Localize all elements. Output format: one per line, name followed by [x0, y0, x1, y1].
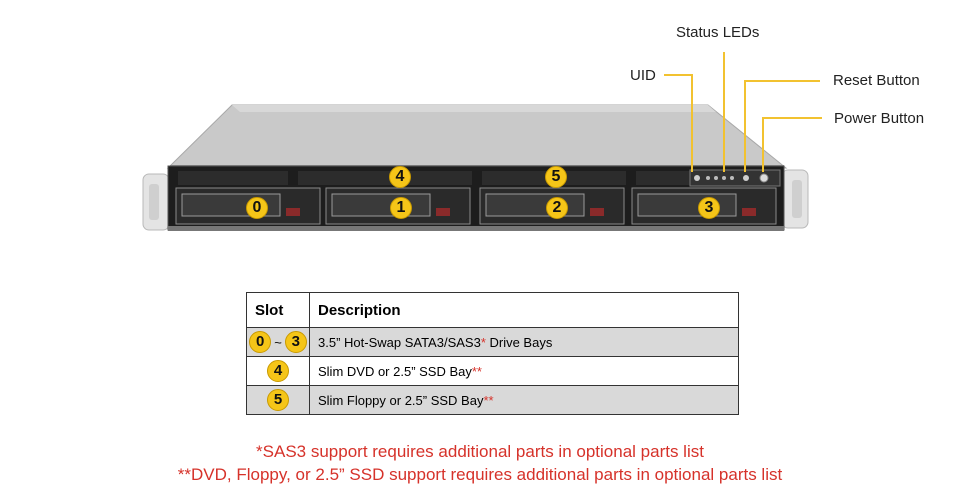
bay-badge-1: 1 [390, 197, 412, 219]
callout-leader-lines [664, 52, 822, 172]
footnote-dvd-floppy-ssd: **DVD, Floppy, or 2.5” SSD support requi… [177, 465, 783, 484]
callout-uid: UID [630, 67, 656, 84]
bay-badge-5: 5 [545, 166, 567, 188]
table-header-row: Slot Description [246, 292, 739, 328]
status-led-icon [722, 176, 726, 180]
description-cell: 3.5” Hot-Swap SATA3/SAS3* Drive Bays [309, 327, 739, 357]
slot-badge: 4 [267, 360, 289, 382]
front-vent-strip [178, 171, 696, 185]
description-text: Slim DVD or 2.5” SSD Bay [318, 363, 472, 379]
bay-badge-3: 3 [698, 197, 720, 219]
bay-badge-4: 4 [389, 166, 411, 188]
description-cell: Slim Floppy or 2.5” SSD Bay** [309, 385, 739, 415]
header-description: Description [309, 292, 739, 328]
power-button-icon [759, 173, 769, 183]
description-text: Slim Floppy or 2.5” SSD Bay [318, 392, 484, 408]
description-text: 3.5” Hot-Swap SATA3/SAS3 [318, 334, 481, 350]
slot-badge: 3 [284, 331, 307, 353]
uid-button-icon [694, 175, 700, 181]
footnote-mark: ** [483, 392, 494, 408]
slot-description-table: Slot Description 0~3 3.5” Hot-Swap SATA3… [246, 292, 739, 415]
slot-cell: 0~3 [246, 327, 310, 357]
callout-power-button: Power Button [834, 110, 925, 127]
bay-badge-2: 2 [546, 197, 568, 219]
slot-badge: 0 [249, 331, 272, 353]
table-row: 5 Slim Floppy or 2.5” SSD Bay** [246, 385, 739, 415]
slot-range-separator: ~ [274, 334, 282, 350]
chassis-top-lid [166, 104, 788, 169]
table-row: 0~3 3.5” Hot-Swap SATA3/SAS3* Drive Bays [246, 327, 739, 357]
slot-badge: 5 [267, 389, 289, 411]
bay-badge-0: 0 [246, 197, 268, 219]
reset-button-icon [743, 175, 749, 181]
table-row: 4 Slim DVD or 2.5” SSD Bay** [246, 356, 739, 386]
footnote-mark: * [480, 334, 486, 350]
callout-status-leds: Status LEDs [676, 24, 760, 41]
server-chassis-illustration [142, 52, 822, 231]
slot-cell: 4 [246, 356, 310, 386]
slot-cell: 5 [246, 385, 310, 415]
header-slot: Slot [246, 292, 310, 328]
description-cell: Slim DVD or 2.5” SSD Bay** [309, 356, 739, 386]
footnote-mark: ** [471, 363, 482, 379]
footnote-sas3: *SAS3 support requires additional parts … [256, 442, 704, 461]
front-control-panel [689, 169, 781, 187]
description-tail: Drive Bays [485, 334, 553, 350]
callout-reset-button: Reset Button [833, 72, 920, 89]
